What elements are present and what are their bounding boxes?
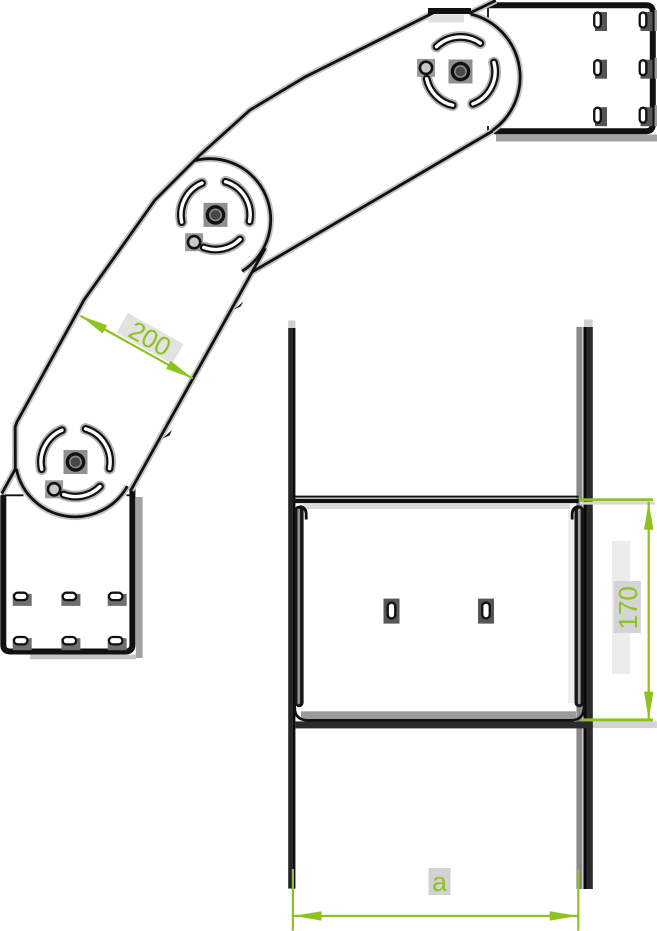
svg-text:a: a [432, 867, 448, 897]
svg-text:170: 170 [613, 586, 643, 629]
